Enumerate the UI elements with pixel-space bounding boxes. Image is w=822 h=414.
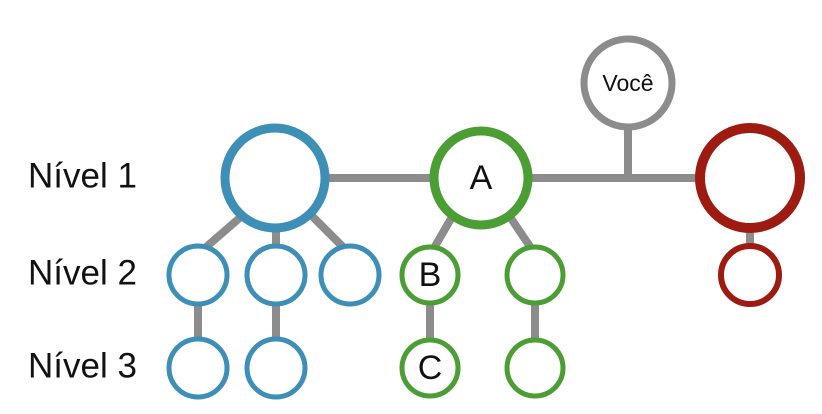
node-circle-red-l2[interactable] (718, 243, 782, 307)
node-circle-green-l2-x[interactable] (504, 244, 566, 306)
node-you[interactable]: Você (580, 35, 676, 131)
node-green-l2-x[interactable] (504, 244, 566, 306)
node-circle-blue-l1[interactable] (220, 123, 330, 233)
node-blue-l1[interactable] (220, 123, 330, 233)
connector-blue-l1-l2c (307, 211, 347, 251)
node-green-l3-c[interactable]: C (399, 337, 461, 399)
node-circle-you[interactable] (580, 35, 676, 131)
node-circle-blue-l2-a[interactable] (166, 243, 230, 307)
node-circle-blue-l3-a[interactable] (166, 336, 230, 400)
node-green-l1-a[interactable]: A (429, 126, 533, 230)
node-blue-l2-b[interactable] (244, 243, 308, 307)
node-blue-l3-a[interactable] (166, 336, 230, 400)
node-label-you: Você (602, 70, 653, 96)
node-label-green-l3-c: C (418, 349, 443, 387)
level-label-2: Nível 2 (28, 253, 137, 292)
node-circle-green-l3-c[interactable] (399, 337, 461, 399)
node-circle-blue-l2-b[interactable] (244, 243, 308, 307)
node-label-green-l2-b: B (419, 256, 442, 294)
level-label-3: Nível 3 (28, 346, 137, 385)
node-blue-l2-c[interactable] (318, 243, 382, 307)
connector-green-a-x (506, 214, 535, 251)
node-blue-l3-b[interactable] (244, 336, 308, 400)
node-label-green-l1-a: A (470, 159, 493, 197)
node-green-l3-x[interactable] (504, 337, 566, 399)
node-blue-l2-a[interactable] (166, 243, 230, 307)
node-circle-green-l2-b[interactable] (399, 244, 461, 306)
node-circle-blue-l2-c[interactable] (318, 243, 382, 307)
connector-blue-l1-l2a (202, 211, 246, 252)
level-label-1: Nível 1 (28, 156, 137, 195)
node-circle-red-l1[interactable] (695, 123, 805, 233)
node-circle-green-l3-x[interactable] (504, 337, 566, 399)
node-circle-blue-l3-b[interactable] (244, 336, 308, 400)
level-labels-layer: Nível 1 Nível 2 Nível 3 (28, 156, 137, 385)
node-red-l1[interactable] (695, 123, 805, 233)
connector-green-a-b (430, 214, 456, 251)
node-green-l2-b[interactable]: B (399, 244, 461, 306)
node-red-l2[interactable] (718, 243, 782, 307)
connector-links-layer (194, 127, 754, 341)
node-circle-green-l1-a[interactable] (429, 126, 533, 230)
